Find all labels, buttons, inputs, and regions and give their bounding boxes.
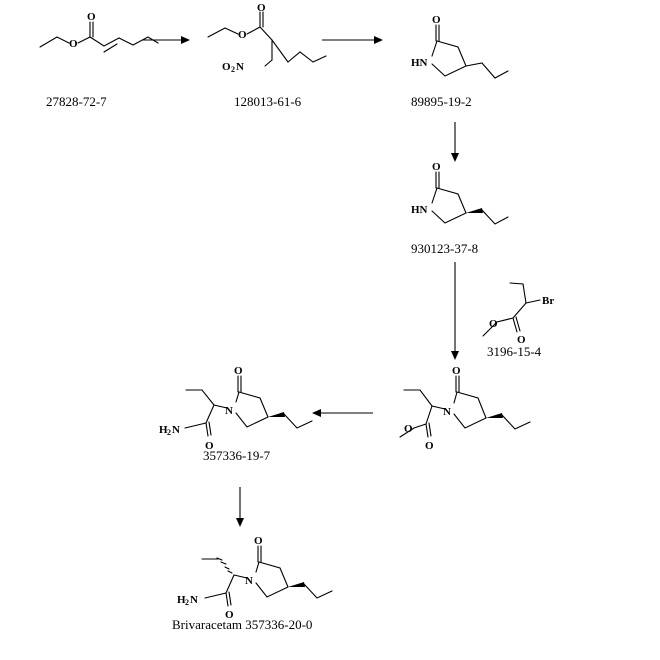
reaction-arrow <box>312 409 373 417</box>
reaction-arrow <box>143 36 190 44</box>
atom-label-h: H <box>159 424 168 436</box>
compound-brivaracetam: O N O H 2 N Brivaracetam 357336-20-0 <box>172 535 333 632</box>
atom-label-o: O <box>432 14 441 26</box>
cas-number-label: 930123-37-8 <box>411 241 478 256</box>
atom-label-br: Br <box>542 295 554 307</box>
reaction-arrow <box>451 262 459 360</box>
atom-label-n: N <box>172 424 180 436</box>
atom-label-o: O <box>425 440 434 452</box>
compound-27828-72-7: O O 27828-72-7 <box>39 11 159 109</box>
compound-357336-19-7: O N O H 2 N 357336-19-7 <box>159 365 313 463</box>
atom-label-o: O <box>432 161 441 173</box>
cas-number-label: 89895-19-2 <box>411 94 472 109</box>
cas-number-label: 357336-19-7 <box>203 448 271 463</box>
atom-label-o: O <box>404 423 413 435</box>
atom-label-nh: HN <box>411 204 428 216</box>
atom-subscript: 2 <box>185 598 189 607</box>
atom-label-o: O <box>87 11 96 23</box>
atom-label-o: O <box>205 440 214 452</box>
atom-label-nh: HN <box>411 57 428 69</box>
atom-subscript: 2 <box>167 428 171 437</box>
atom-label-n: N <box>225 405 233 417</box>
atom-label-o: O <box>225 609 234 621</box>
atom-label-o: O <box>489 318 498 330</box>
atom-subscript: 2 <box>231 65 235 74</box>
compound-930123-37-8: O HN 930123-37-8 <box>411 161 509 256</box>
cas-number-label: 27828-72-7 <box>46 94 107 109</box>
atom-label-n: N <box>443 406 451 418</box>
atom-label-o: O <box>257 2 266 14</box>
atom-label-o: O <box>69 38 78 50</box>
reaction-arrow <box>451 122 459 162</box>
atom-label-nitro-n: N <box>236 61 244 73</box>
atom-label-nitro-o: O <box>222 61 231 73</box>
compound-89895-19-2: O HN 89895-19-2 <box>411 14 509 109</box>
compound-name-label: Brivaracetam 357336-20-0 <box>172 617 312 632</box>
atom-label-o: O <box>452 365 461 377</box>
compound-methyl-ester-intermediate: O N O O <box>399 365 531 452</box>
reaction-arrow <box>322 36 383 44</box>
atom-label-o: O <box>238 29 247 41</box>
cas-number-label: 3196-15-4 <box>487 344 542 359</box>
atom-label-n: N <box>190 594 198 606</box>
cas-number-label: 128013-61-6 <box>234 94 302 109</box>
atom-label-o: O <box>234 365 243 377</box>
reaction-arrow <box>236 487 244 527</box>
atom-label-n: N <box>245 575 253 587</box>
atom-label-o: O <box>254 535 263 547</box>
compound-128013-61-6: O O O 2 N 128013-61-6 <box>207 2 327 109</box>
compound-3196-15-4: Br O O 3196-15-4 <box>482 282 554 359</box>
atom-label-h: H <box>177 594 186 606</box>
atom-label-o: O <box>517 334 526 346</box>
